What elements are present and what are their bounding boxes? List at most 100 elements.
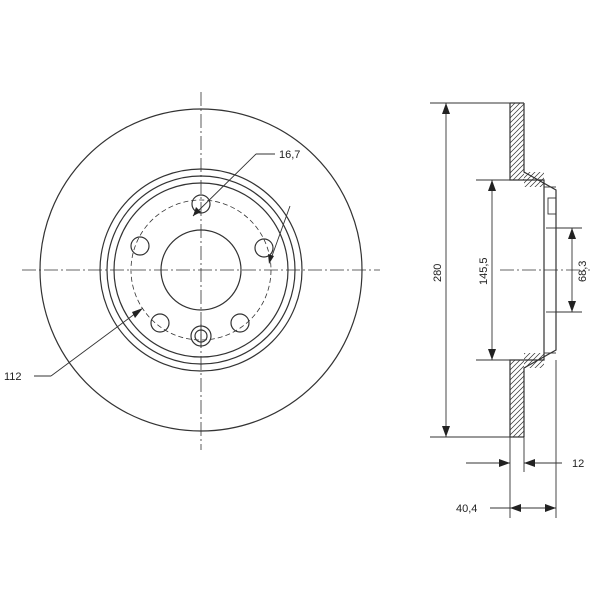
hatch-line [505, 440, 560, 495]
hatch-line [510, 103, 524, 129]
outer-diameter-dimension: 280 [430, 102, 510, 438]
front-view: 16,7 112 [4, 92, 380, 450]
bolt-hole [191, 194, 211, 214]
hatch-bottom-flange [505, 360, 560, 495]
section-outline-left [509, 103, 545, 437]
hatch-line [510, 360, 524, 416]
hatch-line [524, 357, 544, 368]
hatch-line [524, 353, 544, 368]
hatch-line [510, 360, 524, 366]
hatch-line [510, 162, 524, 180]
hatch-line [524, 172, 544, 187]
hatch-line [524, 172, 544, 187]
hatch-line [510, 142, 524, 180]
hatch-line [510, 103, 524, 154]
hatch-line [510, 103, 524, 104]
hatch-line [510, 107, 524, 164]
hatch-line [524, 353, 544, 359]
side-section-view: 280 145,5 68,3 12 [430, 102, 590, 518]
bolt-hole-diameter-label: 16,7 [279, 149, 300, 161]
hatch-line [510, 360, 524, 391]
hatch-line [510, 379, 524, 436]
hatch-line [510, 419, 524, 437]
hatch-line [510, 103, 524, 144]
hatch-line [524, 353, 544, 368]
hatch-line [524, 353, 544, 368]
hatch-line [524, 353, 544, 368]
center-bore-circle [160, 229, 242, 311]
hatch-line [510, 399, 524, 437]
hatch-line [510, 103, 524, 139]
bolt-hole-dimension: 16,7 [192, 149, 300, 264]
disc-thickness-label: 12 [572, 458, 584, 470]
hatch-line [510, 424, 524, 437]
total-height-dimension: 40,4 [456, 360, 557, 518]
hatch-line [505, 373, 560, 428]
hub-outer-circle [99, 168, 303, 372]
hatch-line [510, 364, 524, 421]
hatch-line [524, 181, 544, 187]
hatch-line [510, 360, 524, 396]
center-bore-dimension: 68,3 [556, 227, 589, 313]
hatch-line [510, 360, 524, 376]
bolt-hole [150, 313, 170, 333]
hatch-line [510, 360, 524, 381]
disc-outer-circle [39, 108, 363, 432]
hatch-line [510, 429, 524, 437]
hatch-line [510, 103, 524, 134]
hub-inner-circle [113, 182, 289, 358]
hub-diameter-label: 145,5 [478, 257, 490, 285]
hatch-top-hub [505, 172, 560, 247]
hatch-line [510, 147, 524, 180]
bolt-holes [130, 194, 274, 348]
hatch-line [510, 360, 524, 411]
hatch-line [510, 117, 524, 174]
hatch-line [510, 369, 524, 426]
hatch-line [510, 122, 524, 179]
hatch-line [510, 394, 524, 437]
hatch-line [505, 183, 560, 238]
hatch-line [524, 353, 544, 368]
hatch-line [524, 353, 544, 364]
bolt-hole [230, 313, 250, 333]
bolt-hole [254, 238, 274, 258]
hatch-line [510, 157, 524, 180]
pitch-circle [130, 199, 272, 341]
hatch-line [510, 384, 524, 437]
hatch-line [524, 186, 544, 187]
hatch-line [524, 353, 544, 354]
pitch-circle-diameter-label: 112 [4, 371, 22, 383]
total-height-label: 40,4 [456, 503, 477, 515]
hatch-line [510, 177, 524, 180]
hatch-line [510, 360, 524, 406]
disc-thickness-dimension: 12 [466, 437, 584, 472]
hatch-line [524, 172, 544, 187]
hatch-line [510, 112, 524, 169]
hub-ring-circle [106, 175, 296, 365]
hatch-line [524, 172, 544, 187]
bolt-hole [130, 236, 150, 256]
hatch-line [524, 367, 544, 368]
hatch-line [505, 192, 560, 247]
hatch-line [510, 103, 524, 109]
hatch-line [524, 353, 544, 368]
hatch-line [524, 353, 544, 368]
hatch-line [524, 176, 544, 187]
section-outline-right [523, 103, 557, 437]
hatch-line [510, 103, 524, 124]
hatch-line [510, 172, 524, 180]
hatch-line [510, 374, 524, 431]
hatch-line [510, 103, 524, 159]
hatch-line [510, 404, 524, 437]
hatch-line [524, 353, 544, 368]
pitch-circle-dimension: 112 [4, 308, 143, 383]
hatch-line [510, 360, 524, 401]
hub-diameter-dimension: 145,5 [476, 179, 510, 361]
hatch-line [510, 132, 524, 180]
section-locating-hole [547, 197, 557, 215]
hatch-line [510, 103, 524, 149]
hatch-top-flange [505, 103, 560, 238]
center-bore-label: 68,3 [577, 261, 589, 282]
hatch-line [510, 360, 524, 371]
